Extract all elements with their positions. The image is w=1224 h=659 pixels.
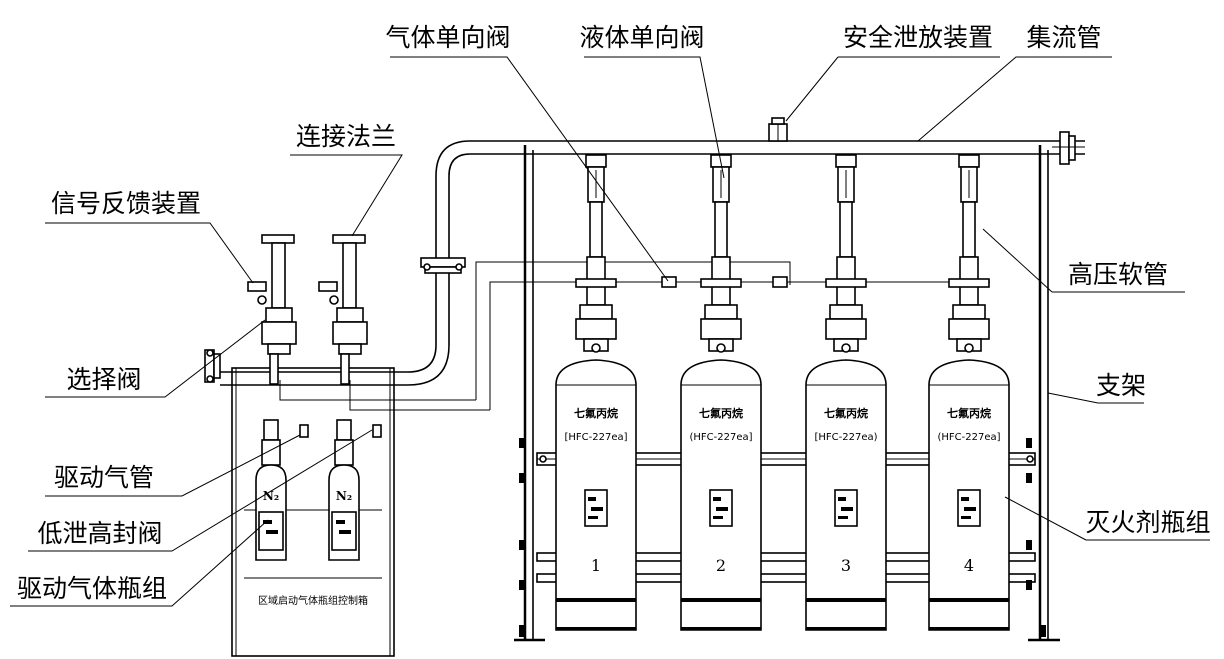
- selector-valve-1: [247, 234, 297, 385]
- agent-cylinder-group: 七氟丙烷 [HFC-227ea] 1 七氟丙烷 (HFC-227ea] 2 七氟丙烷 [HFC…: [555, 154, 1010, 631]
- label-safety-relief: 安全泄放装置: [843, 23, 993, 52]
- drive-gas-label-1: N₂: [263, 489, 279, 503]
- agent-cylinder-4: 七氟丙烷 (HFC-227ea] 4: [928, 154, 1010, 631]
- label-drive-gas-pipe: 驱动气管: [54, 463, 154, 492]
- label-agent-cylinders: 灭火剂瓶组: [1085, 508, 1210, 537]
- label-signal-feedback: 信号反馈装置: [51, 189, 201, 218]
- cylinder-number-1: 1: [591, 556, 601, 575]
- cylinder-agent-3: 七氟丙烷: [824, 406, 868, 420]
- safety-relief-device: [768, 117, 788, 142]
- cylinder-code-2: (HFC-227ea]: [689, 432, 752, 443]
- agent-cylinder-3: 七氟丙烷 [HFC-227ea) 3: [805, 154, 887, 631]
- drive-gas-cabinet: 区域启动气体瓶组控制箱 N₂: [231, 234, 395, 657]
- cylinder-code-4: (HFC-227ea]: [937, 432, 1000, 443]
- agent-cylinder-1: 七氟丙烷 [HFC-227ea] 1: [555, 154, 637, 631]
- label-high-pressure-hose: 高压软管: [1068, 260, 1168, 289]
- cylinder-number-4: 4: [964, 556, 974, 575]
- label-liquid-check-valve: 液体单向阀: [579, 23, 704, 52]
- selector-valve-2: [318, 234, 368, 385]
- leader-lines: [10, 56, 1210, 607]
- agent-cylinder-2: 七氟丙烷 (HFC-227ea] 2: [680, 154, 762, 631]
- callout-labels: 气体单向阀 液体单向阀 安全泄放装置 集流管 连接法兰 信号反馈装置 高压软管 …: [17, 23, 1211, 603]
- drive-gas-label-2: N₂: [336, 489, 352, 503]
- cabinet-caption: 区域启动气体瓶组控制箱: [258, 594, 368, 607]
- label-drive-gas-cylinders: 驱动气体瓶组: [17, 574, 167, 603]
- cylinder-number-3: 3: [841, 556, 851, 575]
- drive-gas-lines: [279, 261, 990, 411]
- label-gas-check-valve: 气体单向阀: [385, 23, 510, 52]
- label-selector-valve: 选择阀: [66, 365, 141, 394]
- support-bracket: [514, 145, 1060, 642]
- label-bracket: 支架: [1096, 371, 1146, 400]
- drive-gas-cylinder-2: N₂: [328, 419, 360, 561]
- cylinder-agent-1: 七氟丙烷: [574, 406, 618, 420]
- cylinder-code-1: [HFC-227ea]: [564, 432, 627, 443]
- cylinder-agent-4: 七氟丙烷: [947, 406, 991, 420]
- label-low-leak-valve: 低泄高封阀: [37, 519, 162, 548]
- cylinder-code-3: [HFC-227ea): [814, 432, 877, 443]
- manifold-pipe: [220, 131, 1085, 386]
- label-manifold: 集流管: [1026, 23, 1101, 52]
- drive-gas-cylinder-1: N₂: [255, 419, 287, 561]
- left-end-flange: [204, 349, 221, 383]
- cylinder-agent-2: 七氟丙烷: [699, 406, 743, 420]
- label-flange: 连接法兰: [296, 122, 396, 151]
- cylinder-number-2: 2: [716, 556, 726, 575]
